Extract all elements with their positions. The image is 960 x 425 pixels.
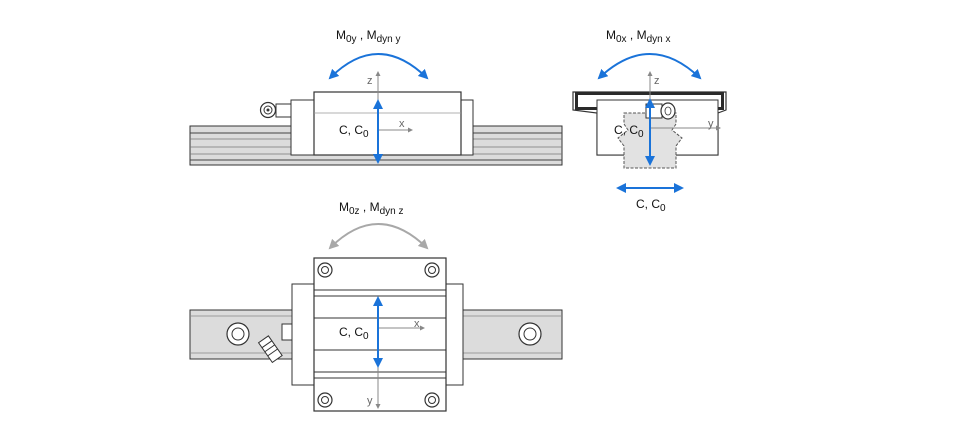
axis-label-y-top: y [367,395,373,407]
end-seal-left [290,99,315,156]
rail-bolt-hole-icon [518,322,542,346]
mounting-bolt-icon [317,262,333,278]
lateral-load-label-end: C, C0 [636,197,666,214]
axis-label-z-end: z [654,75,660,87]
side-view: z x C, C0 M0y , Mdyn y [189,28,563,166]
mounting-bolt-icon [424,262,440,278]
mounting-bolt-icon [424,392,440,408]
axis-label-y-end: y [708,118,714,130]
moment-arc-x [597,53,702,80]
carriage-body-top [313,257,447,412]
load-label-side: C, C0 [339,123,369,140]
load-label-top: C, C0 [339,325,369,342]
moment-arc-z [328,223,429,250]
rail-bolt-hole-icon [226,322,250,346]
carriage-body-side [313,91,462,156]
axis-label-x-side: x [399,118,405,130]
load-label-end: C, C0 [614,123,644,140]
mounting-bolt-icon [317,392,333,408]
axis-label-z-side: z [367,75,373,87]
grease-nipple-angled-icon [257,323,293,364]
end-view: z y C, C0 M0x , Mdyn x C, C0 [572,28,727,214]
moment-label-z: M0z , Mdyn z [339,200,403,217]
moment-label-x: M0x , Mdyn x [606,28,670,45]
moment-label-y: M0y , Mdyn y [336,28,400,45]
moment-arc-y [328,53,429,80]
end-seal-right [460,99,474,156]
grease-nipple-icon [259,101,292,119]
end-seal-top-left [291,283,315,386]
top-view: y x C, C0 M0z , Mdyn z [189,200,563,412]
end-seal-top-right [445,283,464,386]
axis-label-x-top: x [414,318,420,330]
